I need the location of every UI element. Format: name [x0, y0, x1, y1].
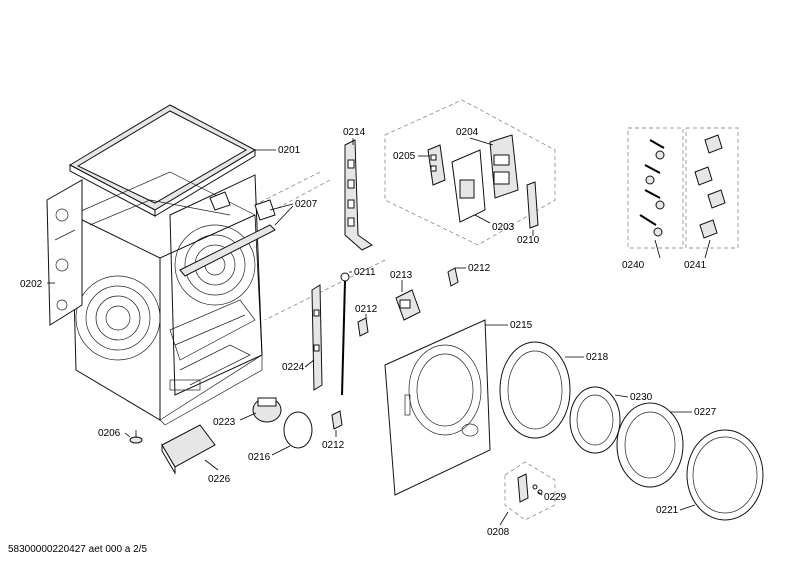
label-0214: 0214: [343, 127, 366, 138]
rail-0224-part[interactable]: [311, 284, 323, 391]
clip-0212-parts[interactable]: [331, 267, 459, 430]
top-cover-part[interactable]: [68, 104, 257, 217]
label-0210: 0210: [517, 235, 540, 246]
hose-0211-part[interactable]: [340, 272, 350, 396]
label-0212-a: 0212: [468, 263, 491, 274]
module-0213-part[interactable]: [395, 289, 421, 321]
label-0216: 0216: [248, 452, 271, 463]
bracket-0214-part[interactable]: [344, 139, 373, 251]
label-0229: 0229: [544, 492, 567, 503]
front-panel-part[interactable]: [384, 319, 491, 496]
label-0212-b: 0212: [355, 304, 378, 315]
screws-0240-parts[interactable]: [639, 139, 665, 237]
side-panel-part[interactable]: [46, 179, 83, 326]
document-footer: 58300000220427 aet 000 a 2/5: [8, 544, 147, 555]
label-0206: 0206: [98, 428, 121, 439]
label-0201: 0201: [278, 145, 301, 156]
label-0208: 0208: [487, 527, 510, 538]
label-0202: 0202: [20, 279, 43, 290]
door-frame-0227-part[interactable]: [616, 402, 684, 488]
label-0213: 0213: [390, 270, 413, 281]
label-0204: 0204: [456, 127, 479, 138]
label-0221: 0221: [656, 505, 679, 516]
part-labels: 0201 0202 0203 0204 0205 0206 0207 0208 …: [20, 127, 717, 538]
label-0227: 0227: [694, 407, 717, 418]
electronics-module-part[interactable]: [427, 134, 539, 229]
door-glass-0230-part[interactable]: [569, 386, 621, 454]
label-0207: 0207: [295, 199, 318, 210]
label-0230: 0230: [630, 392, 653, 403]
label-0218: 0218: [586, 352, 609, 363]
label-0205: 0205: [393, 151, 416, 162]
label-0223: 0223: [213, 417, 236, 428]
cover-0216-part[interactable]: [283, 411, 313, 449]
door-ring-0218-part[interactable]: [499, 341, 571, 439]
cross-brace-part[interactable]: [179, 191, 276, 277]
label-0215: 0215: [510, 320, 533, 331]
clamps-0241-parts[interactable]: [694, 134, 726, 239]
label-0211: 0211: [354, 267, 376, 278]
label-0241: 0241: [684, 260, 707, 271]
label-0240: 0240: [622, 260, 645, 271]
door-ring-0221-part[interactable]: [686, 429, 764, 521]
cabinet-housing-part[interactable]: [71, 171, 263, 426]
pump-0223-part[interactable]: [252, 397, 282, 423]
hinge-0229-part[interactable]: [517, 473, 543, 503]
base-0226-part[interactable]: [161, 424, 216, 475]
foot-0206-part[interactable]: [129, 430, 143, 444]
label-0203: 0203: [492, 222, 515, 233]
leader-lines: [47, 137, 711, 526]
label-0224: 0224: [282, 362, 305, 373]
label-0212-c: 0212: [322, 440, 345, 451]
label-0226: 0226: [208, 474, 231, 485]
